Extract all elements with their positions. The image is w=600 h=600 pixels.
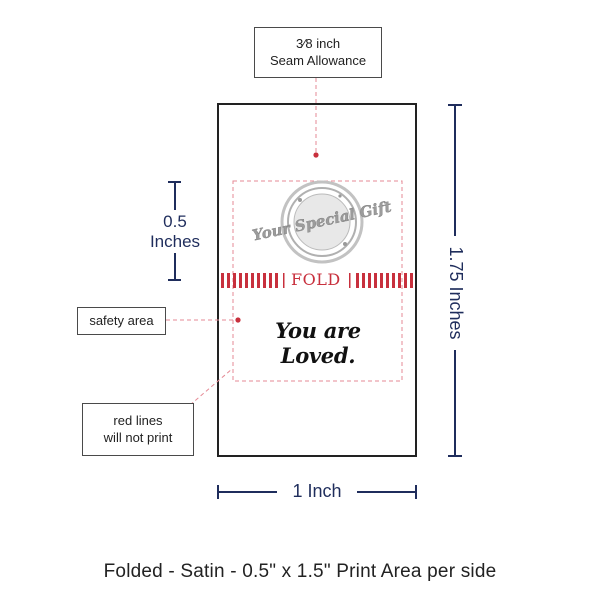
seam-leader-dot <box>313 152 319 158</box>
seam-allowance-label: Seam Allowance <box>269 53 367 68</box>
caption: Folded - Satin - 0.5" x 1.5" Print Area … <box>103 561 497 582</box>
red-lines-leader-line <box>189 368 233 406</box>
total-height-dimension <box>448 104 462 457</box>
seam-allowance-size: 3⁄8 inch <box>295 36 341 51</box>
half-inch-unit: Inches <box>149 232 201 251</box>
half-inch-label: 0.5 Inches <box>140 212 210 252</box>
safety-area-callout: safety area <box>77 307 166 335</box>
seam-allowance-callout: 3⁄8 inch Seam Allowance <box>254 27 382 78</box>
fold-label: FOLD <box>291 270 341 289</box>
fold-stripes-left <box>221 273 285 288</box>
red-lines-label-2: will not print <box>103 430 173 445</box>
total-height-label: 1.75 Inches <box>446 246 466 340</box>
red-lines-callout: red lines will not print <box>82 403 194 456</box>
red-lines-label-1: red lines <box>113 413 163 428</box>
safety-leader-dot <box>235 317 241 323</box>
half-inch-dimension <box>168 181 181 281</box>
half-inch-value: 0.5 <box>163 212 187 231</box>
width-label: 1 Inch <box>292 481 342 501</box>
safety-area-label: safety area <box>89 313 154 328</box>
label-message: You are Loved. <box>275 318 361 368</box>
width-dimension <box>217 485 417 499</box>
fold-stripes-right <box>349 273 413 288</box>
